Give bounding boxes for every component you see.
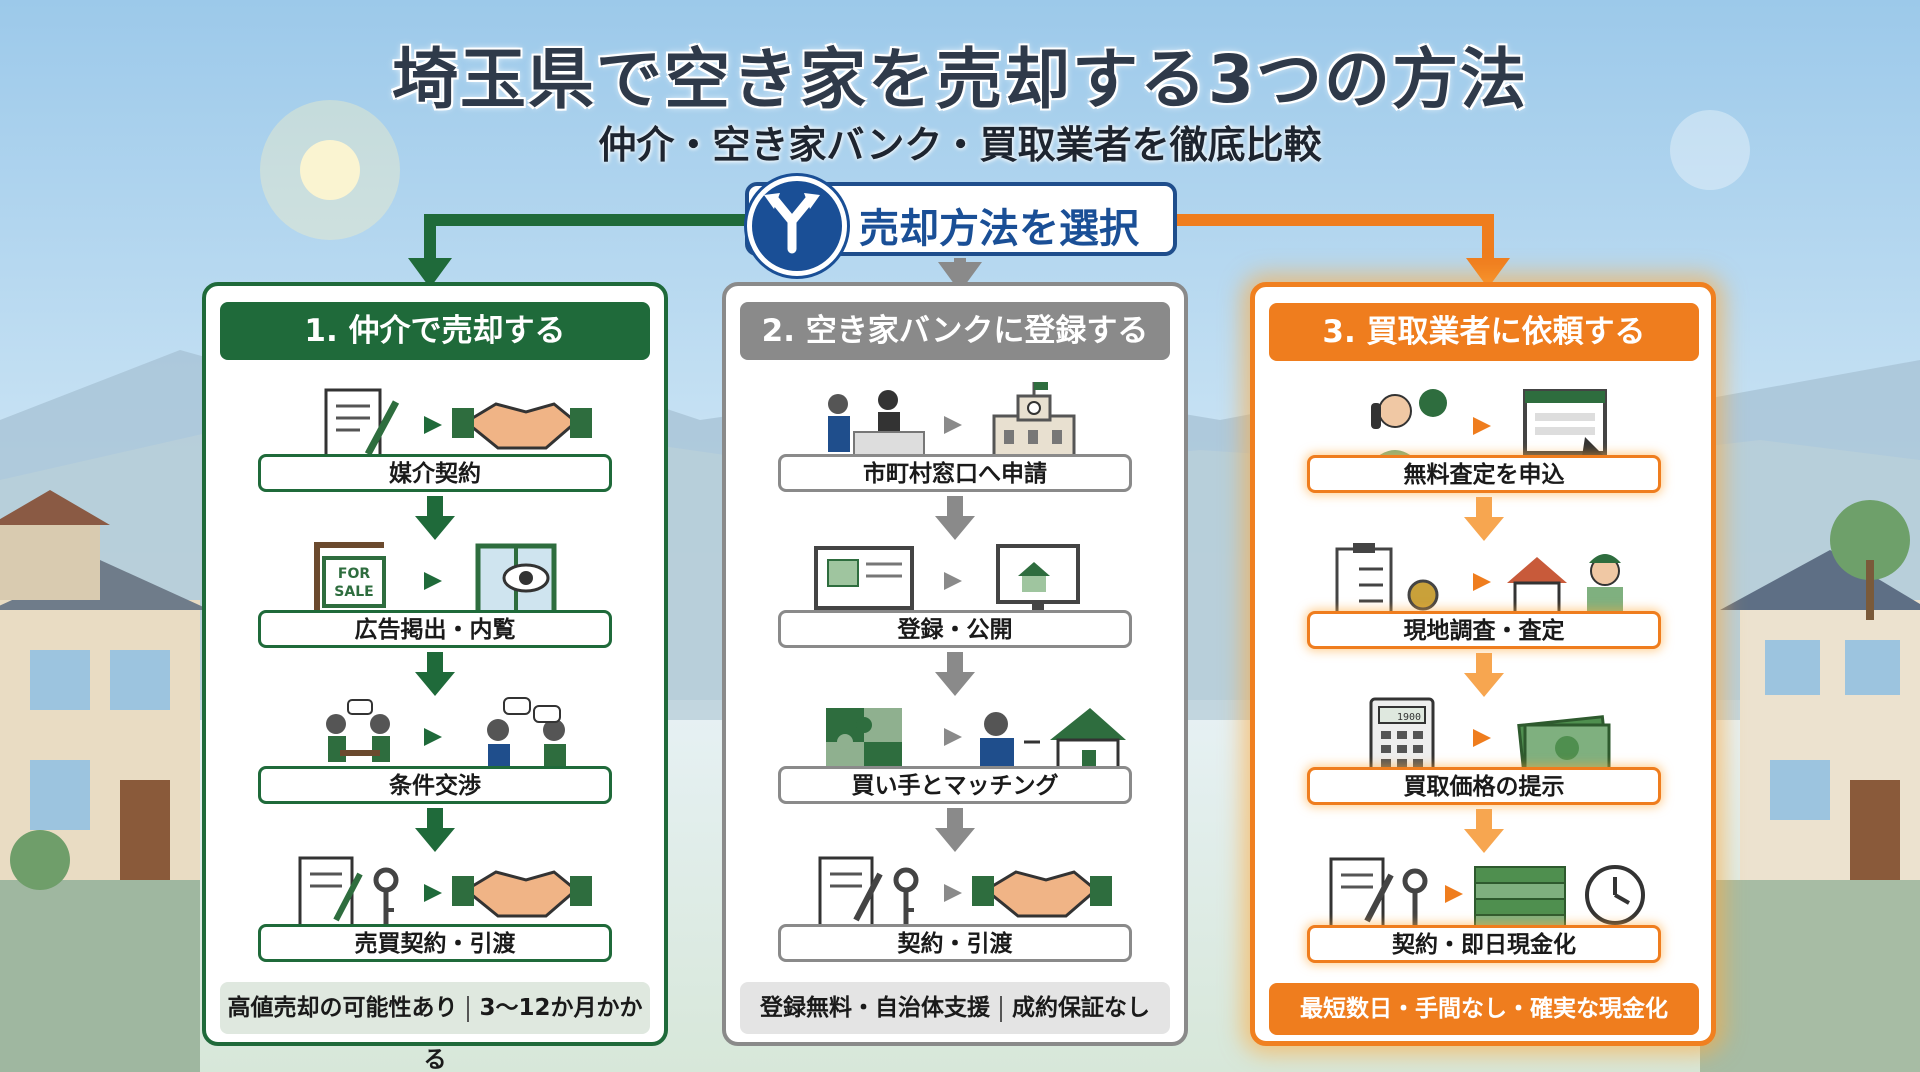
cash-icon bbox=[1517, 715, 1611, 773]
checklist-icon bbox=[1335, 543, 1439, 621]
handshake-icon bbox=[972, 870, 1112, 918]
handshake-icon bbox=[452, 402, 592, 450]
page-subtitle: 仲介・空き家バンク・買取業者を徹底比較 bbox=[598, 123, 1322, 167]
contract-key-icon bbox=[1329, 857, 1428, 929]
step-label: 登録・公開 bbox=[778, 610, 1132, 648]
down-arrow-icon bbox=[1464, 809, 1504, 853]
step-label: 広告掲出・内覧 bbox=[258, 610, 612, 648]
footer-separator bbox=[1000, 995, 1002, 1022]
card-footer: 登録無料・自治体支援成約保証なし bbox=[740, 982, 1170, 1034]
step-icons bbox=[326, 697, 566, 772]
step-icons bbox=[818, 856, 1112, 928]
bulletin-board-icon bbox=[814, 546, 914, 622]
website-house-icon bbox=[996, 544, 1080, 617]
step-icons bbox=[324, 388, 592, 460]
down-arrow-icon bbox=[415, 808, 455, 852]
down-arrow-icon bbox=[1464, 653, 1504, 697]
step-label: 無料査定を申込 bbox=[1307, 455, 1661, 493]
step-label: 買取価格の提示 bbox=[1307, 767, 1661, 805]
meeting-icon bbox=[326, 699, 390, 762]
footer-con: 3〜12か月かかる bbox=[423, 995, 643, 1072]
step-label: 現地調査・査定 bbox=[1307, 611, 1661, 649]
step-label: 契約・即日現金化 bbox=[1307, 925, 1661, 963]
page-title: 埼玉県で空き家を売却する3つの方法 bbox=[392, 41, 1528, 118]
down-arrow-icon bbox=[935, 496, 975, 540]
negotiation-icon bbox=[487, 697, 566, 772]
step-label: 媒介契約 bbox=[258, 454, 612, 492]
card-header: 3. 買取業者に依頼する bbox=[1269, 303, 1699, 361]
contract-key-icon bbox=[298, 856, 399, 928]
step-label: 条件交渉 bbox=[258, 766, 612, 804]
inspector-icon bbox=[1507, 554, 1623, 621]
step-icons bbox=[298, 856, 592, 928]
sign-text: FOR bbox=[338, 566, 370, 582]
card-footer: 最短数日・手間なし・確実な現金化 bbox=[1269, 983, 1699, 1035]
fork-arrow-icon bbox=[747, 176, 847, 276]
buyer-house-icon bbox=[980, 708, 1126, 776]
selector-label: 売却方法を選択 bbox=[859, 206, 1139, 252]
city-hall-icon bbox=[992, 382, 1076, 464]
step-label: 売買契約・引渡 bbox=[258, 924, 612, 962]
footer-con: 成約保証なし bbox=[1012, 995, 1150, 1021]
method-card-akiya-bank: 2. 空き家バンクに登録する 市町村窓口へ申請 登録・公開 買い手とマッチング … bbox=[722, 282, 1188, 1046]
calculator-icon: 1900 bbox=[1369, 697, 1435, 779]
footer-pro: 登録無料・自治体支援 bbox=[760, 995, 990, 1021]
window-eye-icon bbox=[475, 543, 557, 619]
counter-clerk-icon bbox=[828, 390, 925, 463]
for-sale-sign-icon: FOR SALE bbox=[314, 542, 386, 622]
step-label: 買い手とマッチング bbox=[778, 766, 1132, 804]
down-arrow-icon bbox=[1464, 497, 1504, 541]
step-icons: FOR SALE bbox=[314, 542, 557, 622]
footer-separator bbox=[467, 995, 470, 1022]
footer-pro: 高値売却の可能性あり bbox=[227, 995, 458, 1021]
card-header: 2. 空き家バンクに登録する bbox=[740, 302, 1170, 360]
footer-summary: 最短数日・手間なし・確実な現金化 bbox=[1300, 996, 1668, 1022]
step-label: 市町村窓口へ申請 bbox=[778, 454, 1132, 492]
money-clock-icon bbox=[1474, 865, 1645, 932]
down-arrow-icon bbox=[935, 652, 975, 696]
contract-pen-icon bbox=[324, 388, 400, 460]
method-card-brokerage: 1. 仲介で売却する 媒介契約 FOR SALE 広告掲出・内覧 条件交渉 bbox=[202, 282, 668, 1072]
calc-display: 1900 bbox=[1397, 712, 1421, 723]
contract-key-icon bbox=[818, 856, 919, 928]
step-icons: 1900 bbox=[1369, 697, 1611, 779]
down-arrow-icon bbox=[415, 652, 455, 696]
sign-text: SALE bbox=[334, 584, 373, 600]
handshake-icon bbox=[452, 870, 592, 918]
method-selector: 売却方法を選択 bbox=[745, 176, 1177, 276]
method-card-buyer-company: 3. 買取業者に依頼する 無料査定を申込 現地調査・査定 1900 買取価格の提… bbox=[1250, 282, 1716, 1046]
step-label: 契約・引渡 bbox=[778, 924, 1132, 962]
down-arrow-icon bbox=[935, 808, 975, 852]
down-arrow-icon bbox=[415, 496, 455, 540]
card-header: 1. 仲介で売却する bbox=[220, 302, 650, 360]
web-form-icon bbox=[1523, 389, 1607, 467]
